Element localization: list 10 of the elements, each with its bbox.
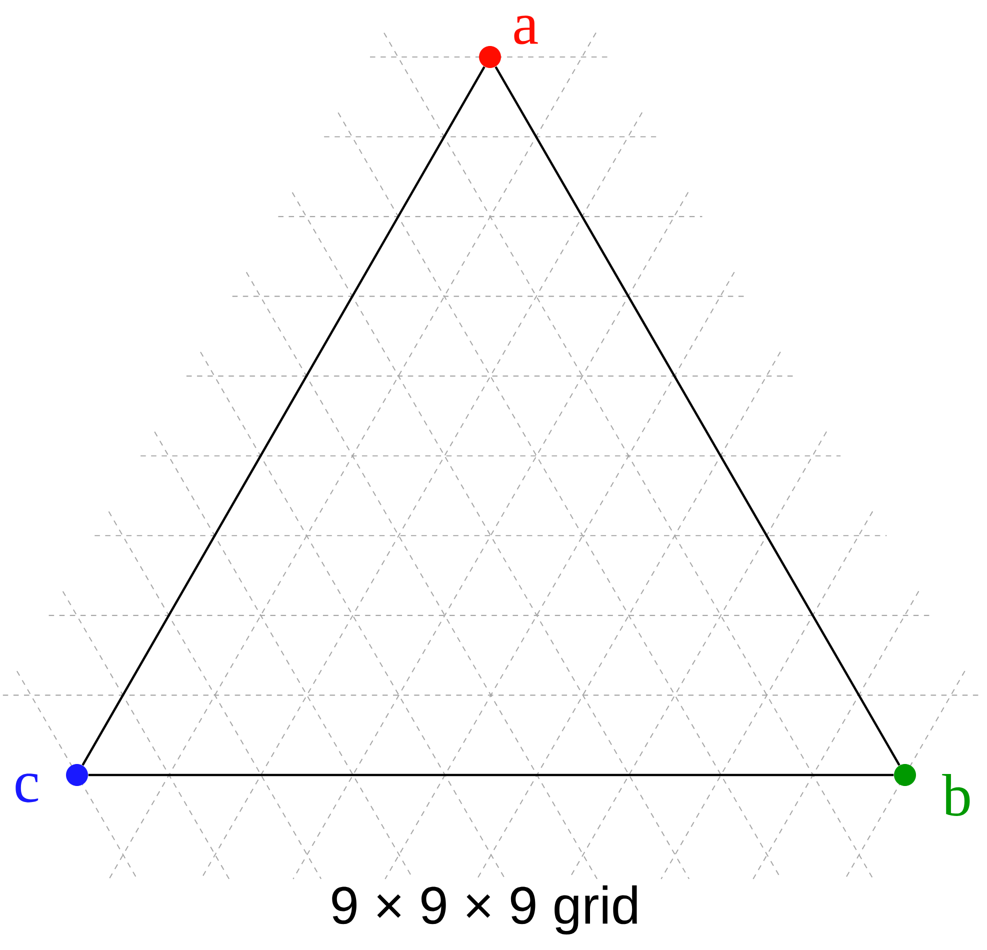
vertex-dot xyxy=(894,764,916,786)
vertex-dot xyxy=(66,764,88,786)
vertex-label: a xyxy=(514,16,538,44)
vertex-label: b xyxy=(942,774,970,816)
vertex-dot xyxy=(479,46,501,68)
triangle-side xyxy=(82,66,486,766)
vertex-label: c xyxy=(16,774,38,802)
triangle-side xyxy=(88,774,894,776)
triangle-side xyxy=(494,66,900,766)
caption: 9 × 9 × 9 grid xyxy=(332,885,637,935)
